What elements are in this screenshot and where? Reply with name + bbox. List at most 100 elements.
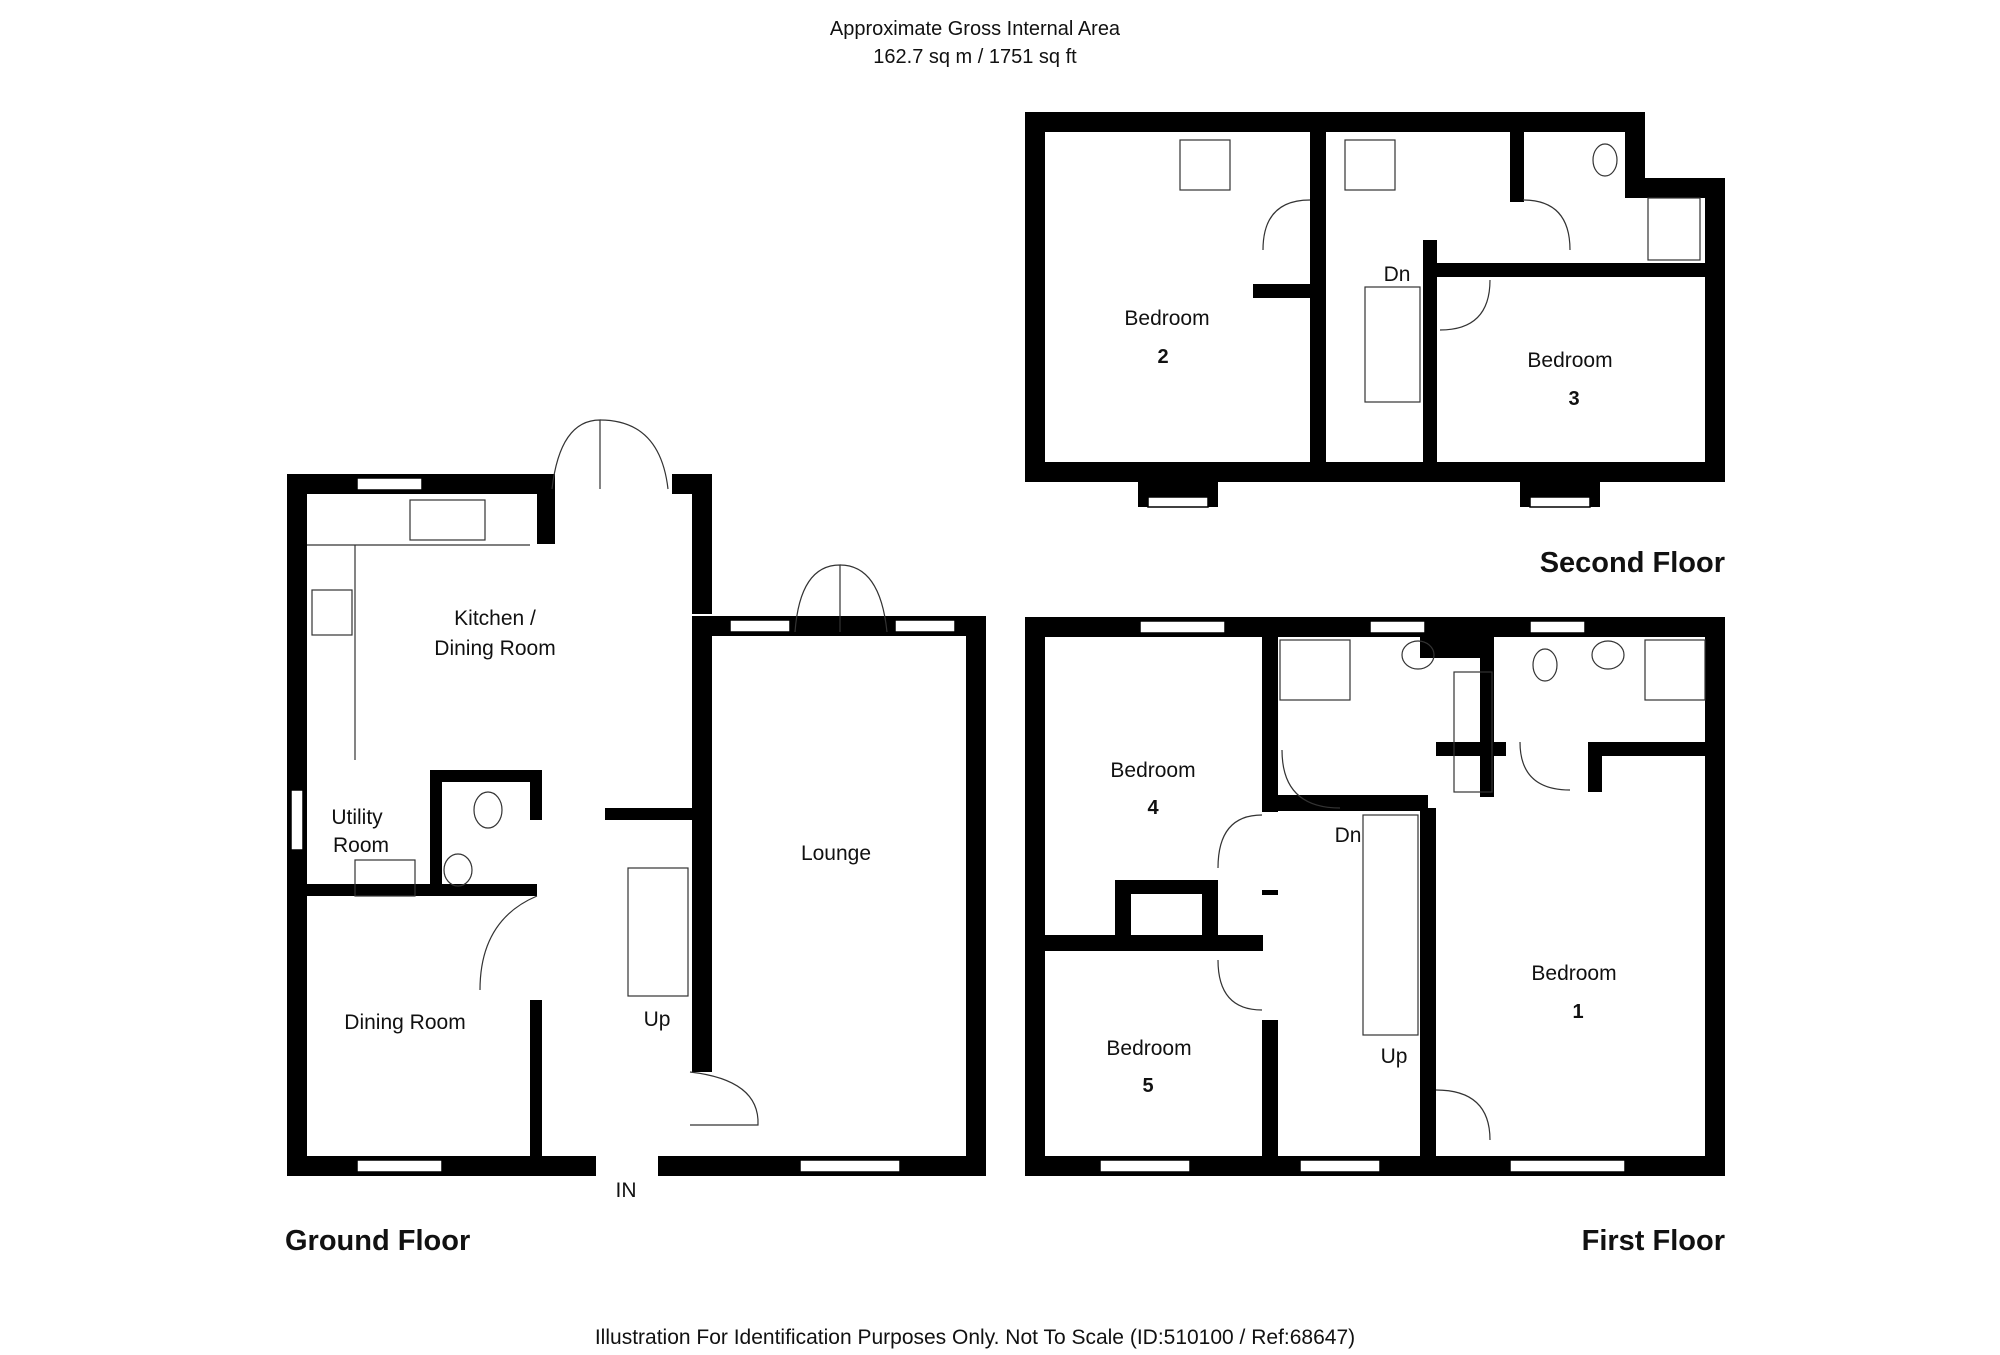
bedroom-1-number: 1 <box>1572 1001 1583 1023</box>
stairs-down-label: Dn <box>1384 263 1411 286</box>
door-swing <box>1217 959 1263 1011</box>
room-label-bedroom-1: Bedroom <box>1531 962 1616 985</box>
door-swing <box>1281 749 1341 809</box>
door-swing <box>599 419 669 490</box>
door-swing <box>1439 279 1491 331</box>
floor-label-first: First Floor <box>1582 1225 1725 1257</box>
window <box>894 619 956 633</box>
door-swing <box>479 895 538 991</box>
wall <box>1705 617 1725 1174</box>
wall <box>1045 935 1263 951</box>
wall <box>1437 263 1707 277</box>
wall <box>1420 808 1436 1156</box>
wall <box>692 616 712 1072</box>
wall <box>1625 112 1645 198</box>
stairs-up-label: Up <box>1381 1045 1408 1068</box>
wall <box>1202 880 1218 945</box>
bedroom-2-number: 2 <box>1157 346 1168 368</box>
window <box>1147 496 1209 508</box>
wall <box>1436 742 1506 756</box>
room-label-kitchen: Dining Room <box>434 637 555 660</box>
basin-fixture <box>1401 640 1435 670</box>
wall <box>530 770 542 820</box>
window <box>1299 1159 1381 1173</box>
wall <box>1278 795 1428 811</box>
window <box>1099 1159 1191 1173</box>
bath-fixture <box>1453 671 1493 793</box>
bedroom-4-number: 4 <box>1147 797 1159 819</box>
wall <box>1588 742 1708 756</box>
stairs-down-label: Dn <box>1335 824 1362 847</box>
wall <box>1115 880 1131 945</box>
shower-fixture <box>1279 639 1351 701</box>
door-swing <box>839 564 888 633</box>
window <box>1529 496 1591 508</box>
wall <box>1253 284 1310 298</box>
toilet-fixture <box>1592 143 1618 177</box>
ground-floor-plan <box>287 419 986 1176</box>
window <box>1369 620 1426 634</box>
bedroom-3-number: 3 <box>1568 388 1579 410</box>
door-swing <box>689 1071 759 1126</box>
sink-fixture <box>354 859 416 897</box>
wall <box>530 1000 542 1156</box>
first-floor-plan <box>1025 617 1725 1176</box>
wall <box>1420 620 1480 658</box>
wall <box>1025 617 1045 1174</box>
door-swing <box>794 564 841 633</box>
wall <box>1025 462 1725 482</box>
room-label-kitchen: Kitchen / <box>454 607 536 630</box>
window <box>1139 620 1226 634</box>
toilet-fixture <box>473 791 503 829</box>
door-swing <box>1435 1089 1491 1141</box>
wall <box>1262 890 1278 895</box>
wall <box>1480 637 1494 797</box>
window <box>1509 1159 1626 1173</box>
wall <box>1025 112 1045 480</box>
skylight <box>1179 139 1231 191</box>
wall <box>1588 742 1602 792</box>
bedroom-5-number: 5 <box>1142 1075 1153 1097</box>
window <box>356 1159 443 1173</box>
second-floor-plan <box>1025 112 1725 508</box>
room-label-bedroom-3: Bedroom <box>1527 349 1612 372</box>
wall <box>1705 178 1725 480</box>
shower-fixture <box>1647 197 1701 261</box>
room-label-dining: Dining Room <box>344 1011 465 1034</box>
stairs-up-label: Up <box>644 1008 671 1031</box>
door-swing <box>1262 199 1311 251</box>
wall <box>1115 880 1210 894</box>
room-label-lounge: Lounge <box>801 842 871 865</box>
wall <box>1310 132 1326 470</box>
wall <box>537 474 555 544</box>
sink-fixture <box>409 499 486 541</box>
window <box>290 789 304 851</box>
wall <box>1262 1020 1278 1156</box>
skylight <box>1344 139 1396 191</box>
toilet-fixture <box>1532 648 1558 682</box>
wall <box>1423 240 1437 470</box>
window <box>1529 620 1586 634</box>
door-swing <box>1522 199 1571 251</box>
room-label-bedroom-4: Bedroom <box>1110 759 1195 782</box>
door-swing <box>1217 814 1263 869</box>
room-label-bedroom-2: Bedroom <box>1124 307 1209 330</box>
basin-fixture <box>443 853 473 887</box>
wall <box>430 770 442 896</box>
hob-fixture <box>311 589 353 636</box>
wall <box>1025 112 1645 132</box>
door-swing <box>551 419 601 490</box>
stairs <box>627 867 689 997</box>
window <box>799 1159 901 1173</box>
stairs <box>1362 814 1419 1036</box>
wall <box>430 770 530 782</box>
shower-fixture <box>1644 639 1706 701</box>
wall <box>605 808 700 820</box>
door-swing <box>1519 741 1571 791</box>
wall <box>1625 178 1725 198</box>
wall <box>1262 637 1278 812</box>
wall <box>692 474 712 614</box>
room-label-bedroom-5: Bedroom <box>1106 1037 1191 1060</box>
entrance-gap <box>596 1156 658 1176</box>
footer-disclaimer: Illustration For Identification Purposes… <box>594 1326 1356 1349</box>
